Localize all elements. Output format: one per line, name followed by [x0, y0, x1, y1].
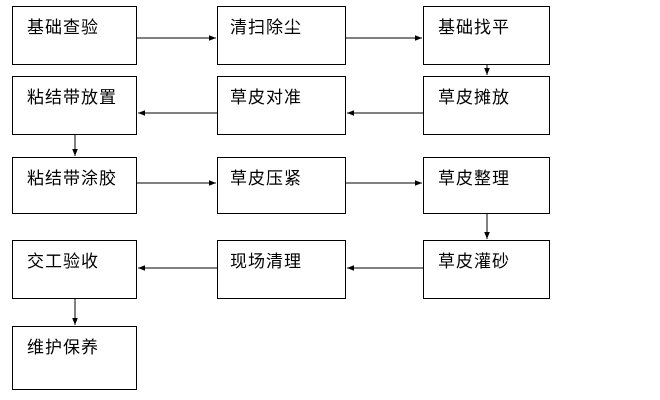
step-turf-sand-filling: 草皮灌砂	[423, 240, 550, 299]
step-label: 草皮压紧	[230, 169, 302, 189]
step-label: 清扫除尘	[230, 18, 302, 38]
step-turf-pressing: 草皮压紧	[217, 157, 346, 214]
step-label: 草皮灌砂	[438, 252, 510, 272]
step-turf-spreading: 草皮摊放	[423, 76, 550, 135]
step-label: 草皮整理	[438, 169, 510, 189]
step-label: 现场清理	[230, 252, 302, 272]
step-label: 基础查验	[27, 18, 99, 38]
step-clean-dust-removal: 清扫除尘	[217, 6, 346, 65]
step-bonding-tape-gluing: 粘结带涂胶	[12, 157, 137, 214]
step-label: 粘结带放置	[27, 88, 117, 108]
step-foundation-leveling: 基础找平	[423, 6, 550, 65]
step-maintenance: 维护保养	[12, 326, 137, 390]
step-turf-alignment: 草皮对准	[217, 76, 346, 135]
step-label: 基础找平	[438, 18, 510, 38]
step-label: 粘结带涂胶	[27, 169, 117, 189]
step-label: 草皮摊放	[438, 88, 510, 108]
step-turf-trimming: 草皮整理	[423, 157, 550, 214]
step-label: 维护保养	[27, 338, 99, 358]
step-bonding-tape-placement: 粘结带放置	[12, 76, 137, 135]
step-label: 交工验收	[27, 252, 99, 272]
step-foundation-inspection: 基础查验	[12, 6, 137, 65]
step-handover-acceptance: 交工验收	[12, 240, 137, 299]
step-label: 草皮对准	[230, 88, 302, 108]
step-site-cleanup: 现场清理	[217, 240, 346, 299]
